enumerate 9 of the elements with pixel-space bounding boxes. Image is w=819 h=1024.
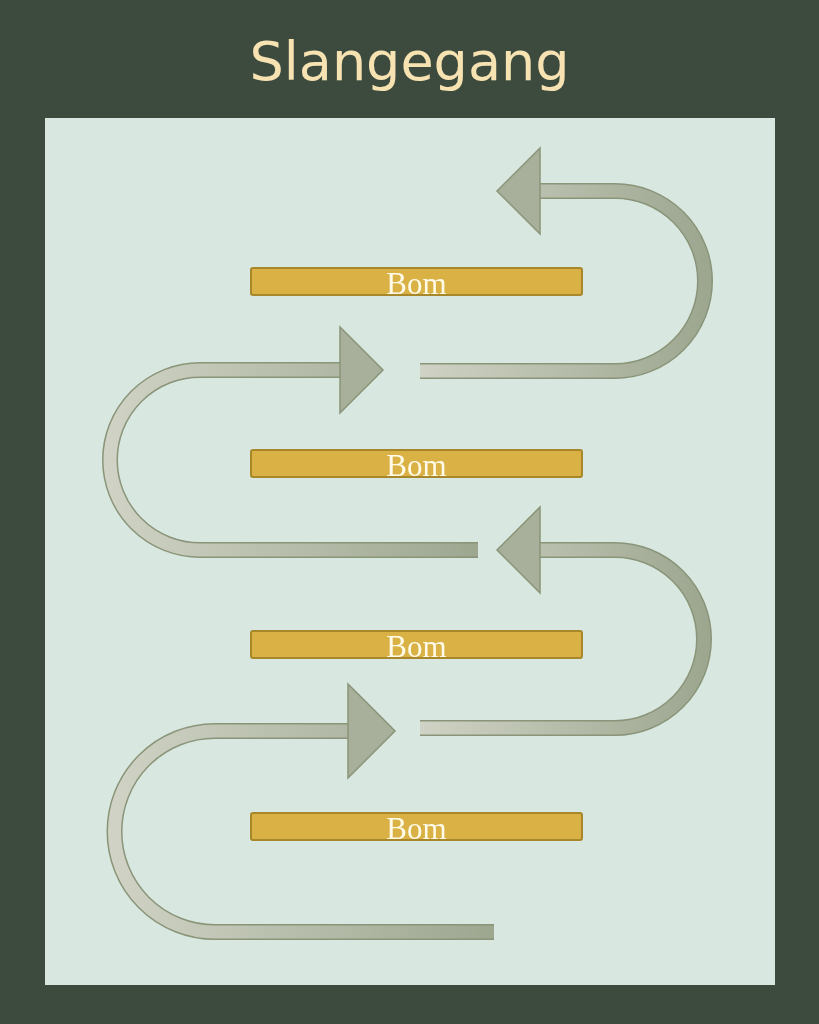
barrier-bar	[250, 812, 583, 841]
title: Slangegang	[248, 29, 571, 95]
bar-label: Bom	[386, 816, 447, 841]
bar-label: Bom	[386, 271, 447, 296]
bar-label: Bom	[386, 453, 447, 478]
barrier-bar	[250, 630, 583, 659]
barrier-bar	[250, 267, 583, 296]
barrier-bar	[250, 449, 583, 478]
bar-label: Bom	[386, 634, 447, 659]
